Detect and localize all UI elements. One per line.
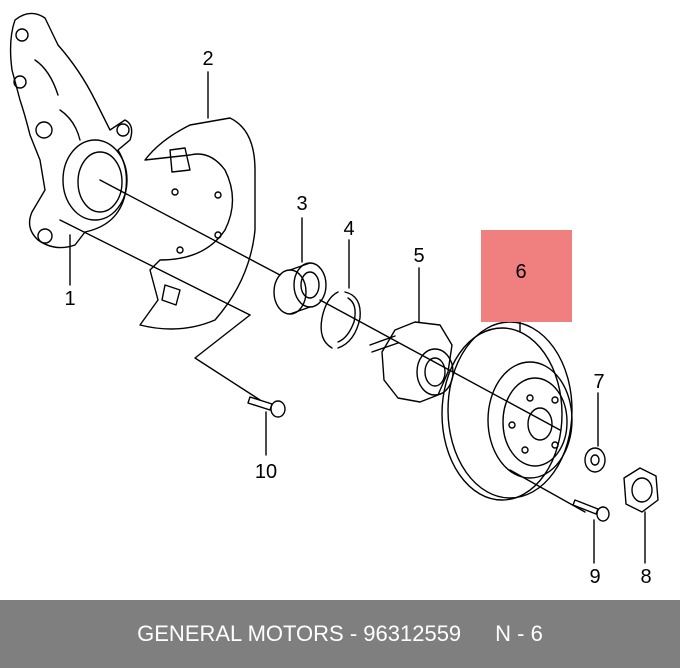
highlight-box xyxy=(481,230,572,322)
callout-10: 10 xyxy=(255,461,277,483)
callout-7: 7 xyxy=(593,371,604,393)
wheel-hub xyxy=(369,321,454,403)
washer xyxy=(584,447,606,473)
callout-6: 6 xyxy=(515,261,526,283)
snap-ring xyxy=(320,291,361,349)
footer-bar: GENERAL MOTORS - 96312559 N - 6 xyxy=(0,600,680,668)
exploded-hub-diagram: 1 2 3 4 5 6 7 8 9 10 xyxy=(9,12,659,588)
hub-nut xyxy=(623,467,659,513)
brake-disc xyxy=(441,321,573,501)
callout-4: 4 xyxy=(343,218,354,240)
callout-5: 5 xyxy=(413,245,424,267)
axis-line xyxy=(319,299,561,431)
bolt-guide-line xyxy=(194,314,261,401)
wheel-bearing xyxy=(273,262,327,315)
callout-1: 1 xyxy=(64,288,75,310)
footer-part-number: GENERAL MOTORS - 96312559 xyxy=(137,621,462,646)
callout-3: 3 xyxy=(296,193,307,215)
steering-knuckle xyxy=(9,12,133,249)
callout-9: 9 xyxy=(589,566,600,588)
axis-line xyxy=(99,179,281,276)
disc-bolt xyxy=(572,499,610,522)
shield-bolt xyxy=(247,396,286,418)
callout-8: 8 xyxy=(640,566,651,588)
callout-2: 2 xyxy=(202,48,213,70)
dust-shield xyxy=(139,117,256,330)
axis-line xyxy=(59,219,251,316)
footer-reference: N - 6 xyxy=(495,621,543,646)
